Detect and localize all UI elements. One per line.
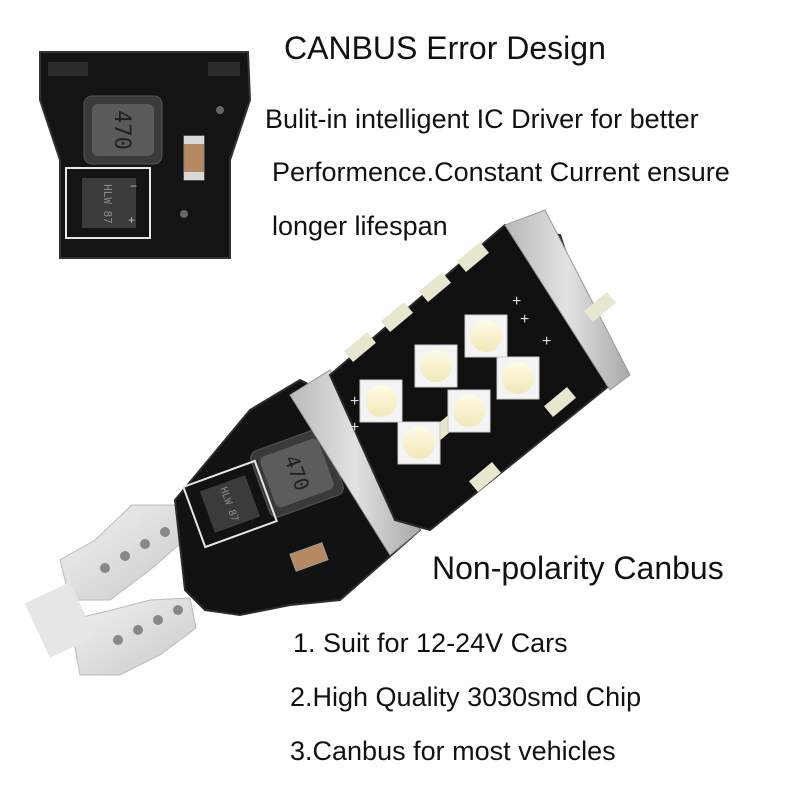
description-line-3: longer lifespan — [272, 211, 448, 241]
description-line-1: Bulit-in intelligent IC Driver for bette… — [265, 104, 699, 134]
inductor-chip: 470 — [83, 95, 163, 165]
main-resistor — [289, 542, 329, 572]
plus-silk-left: + — [350, 393, 359, 410]
page-title: CANBUS Error Design — [284, 30, 606, 66]
plus-silk-mid: + — [520, 311, 529, 328]
ceramic-end-cap — [504, 209, 631, 391]
led-bulb: 470 HLW 87 — [24, 209, 631, 676]
inductor-marking: 470 — [109, 110, 134, 150]
main-inductor: 470 — [250, 428, 344, 518]
description-line-2: Performence.Constant Current ensure — [272, 157, 730, 187]
plus-silk-bottom: + — [350, 419, 359, 436]
feature-item-1: 1. Suit for 12-24V Cars — [293, 628, 568, 658]
ic-marking: HLW 87 — [101, 184, 114, 224]
ic-chip: HLW 87 − + — [65, 167, 151, 239]
main-ic: HLW 87 — [182, 459, 278, 549]
wedge-base — [24, 504, 197, 676]
plus-silk: + — [128, 213, 135, 227]
ceramic-collar — [289, 369, 421, 556]
plus-silk-top: + — [512, 293, 521, 310]
feature-item-2: 2.High Quality 3030smd Chip — [290, 682, 642, 712]
feature-item-3: 3.Canbus for most vehicles — [290, 736, 616, 766]
minus-silk: − — [130, 179, 137, 193]
plus-silk-right: + — [542, 333, 551, 350]
section-title-non-polarity: Non-polarity Canbus — [432, 550, 724, 586]
wedge-tip — [24, 582, 96, 658]
front-led-array — [359, 314, 540, 465]
driver-closeup-inset: 470 HLW 87 − + — [39, 51, 252, 259]
